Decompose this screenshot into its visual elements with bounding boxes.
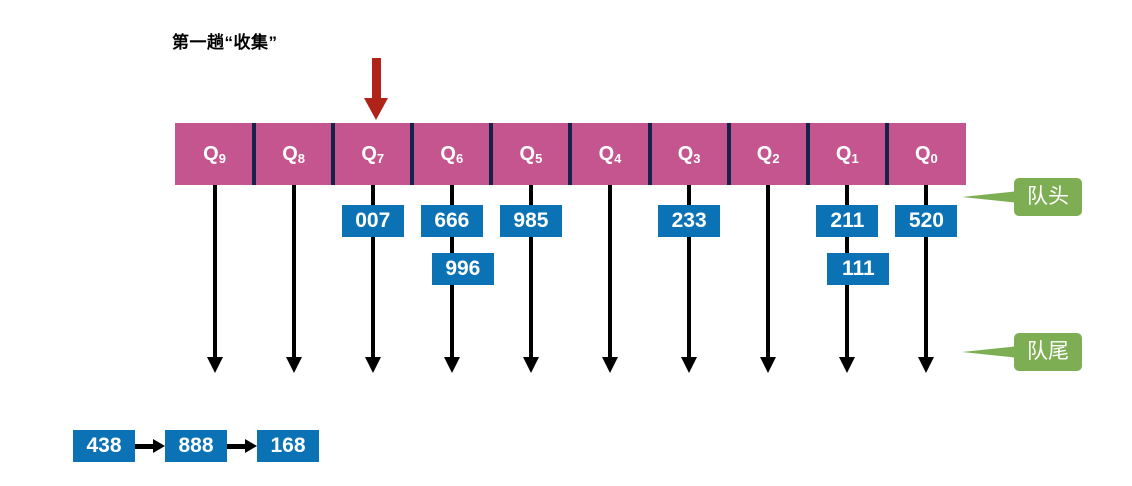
queue-cell-q3[interactable]: Q3 bbox=[647, 123, 729, 185]
queue-cell-index: 2 bbox=[772, 151, 780, 166]
bucket-value-box[interactable]: 007 bbox=[341, 205, 404, 237]
bucket-value-box[interactable]: 996 bbox=[431, 253, 494, 285]
queue-cell-label: Q6 bbox=[440, 143, 464, 166]
queue-cell-label: Q2 bbox=[756, 143, 780, 166]
queue-tail-label: 队尾 bbox=[1014, 333, 1082, 371]
queue-cell-q6[interactable]: Q6 bbox=[410, 123, 491, 185]
drop-line bbox=[212, 185, 217, 360]
queue-cell-label: Q9 bbox=[203, 143, 226, 166]
drop-arrow-icon bbox=[760, 357, 777, 373]
drop-arrow-icon bbox=[364, 357, 381, 373]
queue-cell-label: Q8 bbox=[282, 143, 306, 166]
queue-head-label: 队头 bbox=[1014, 178, 1082, 216]
queue-cell-label: Q1 bbox=[835, 143, 859, 166]
queue-cell-q4[interactable]: Q4 bbox=[568, 123, 649, 185]
list-link-arrow-icon bbox=[135, 438, 165, 454]
pointer-head bbox=[364, 98, 388, 120]
bucket-value-box[interactable]: 111 bbox=[827, 253, 890, 285]
queue-cell-index: 1 bbox=[851, 151, 859, 166]
drop-line bbox=[766, 185, 771, 360]
drop-line bbox=[528, 185, 533, 360]
drop-line bbox=[291, 185, 296, 360]
arrow-head bbox=[245, 439, 257, 453]
drop-line bbox=[924, 185, 929, 360]
callout-pointer-icon bbox=[962, 191, 1020, 203]
drop-arrow-icon bbox=[681, 357, 698, 373]
queue-cell-index: 4 bbox=[614, 151, 622, 166]
arrow-shaft bbox=[227, 444, 247, 449]
drop-arrow-icon bbox=[839, 357, 856, 373]
queue-cell-q9[interactable]: Q9 bbox=[175, 123, 254, 185]
pointer-shaft bbox=[372, 58, 381, 100]
bucket-value-box[interactable]: 233 bbox=[658, 205, 721, 237]
drop-line bbox=[687, 185, 692, 360]
queue-bucket-bar: Q9 Q8 Q7 Q6 Q5 Q4 Q3 Q2 Q1 Q0 bbox=[175, 123, 966, 185]
queue-cell-index: 9 bbox=[218, 151, 226, 166]
drop-arrow-icon bbox=[285, 357, 302, 373]
queue-cell-index: 5 bbox=[535, 151, 543, 166]
arrow-head bbox=[153, 439, 165, 453]
queue-cell-index: 8 bbox=[297, 151, 306, 166]
drop-arrow-icon bbox=[206, 357, 223, 373]
drop-arrow-icon bbox=[443, 357, 460, 373]
arrow-shaft bbox=[135, 444, 155, 449]
callout-pointer-icon bbox=[962, 346, 1020, 358]
list-item[interactable]: 168 bbox=[257, 430, 319, 462]
bucket-value-box[interactable]: 666 bbox=[420, 205, 483, 237]
drop-arrow-icon bbox=[602, 357, 619, 373]
queue-cell-index: 6 bbox=[455, 151, 464, 166]
list-item[interactable]: 438 bbox=[73, 430, 135, 462]
page-title: 第一趟“收集” bbox=[172, 33, 278, 52]
queue-cell-q8[interactable]: Q8 bbox=[252, 123, 333, 185]
queue-cell-index: 7 bbox=[376, 151, 385, 166]
drop-line bbox=[608, 185, 613, 360]
drop-line bbox=[370, 185, 375, 360]
queue-cell-q2[interactable]: Q2 bbox=[726, 123, 808, 185]
queue-cell-q1[interactable]: Q1 bbox=[805, 123, 887, 185]
queue-cell-label: Q5 bbox=[519, 143, 543, 166]
list-link-arrow-icon bbox=[227, 438, 257, 454]
queue-cell-q7[interactable]: Q7 bbox=[331, 123, 412, 185]
queue-cell-label: Q0 bbox=[914, 143, 938, 166]
bucket-value-box[interactable]: 985 bbox=[499, 205, 562, 237]
queue-cell-label: Q7 bbox=[361, 143, 385, 166]
queue-cell-index: 3 bbox=[693, 151, 701, 166]
drop-arrow-icon bbox=[522, 357, 539, 373]
queue-cell-label: Q3 bbox=[677, 143, 701, 166]
current-bucket-pointer-icon bbox=[364, 58, 388, 120]
drop-arrow-icon bbox=[918, 357, 935, 373]
queue-cell-q0[interactable]: Q0 bbox=[884, 123, 966, 185]
bucket-value-box[interactable]: 520 bbox=[895, 205, 958, 237]
queue-cell-index: 0 bbox=[930, 151, 938, 166]
bucket-value-box[interactable]: 211 bbox=[816, 205, 879, 237]
collected-result-list: 438 888 168 bbox=[73, 430, 319, 462]
list-item[interactable]: 888 bbox=[165, 430, 227, 462]
queue-cell-label: Q4 bbox=[598, 143, 622, 166]
queue-cell-q5[interactable]: Q5 bbox=[489, 123, 570, 185]
